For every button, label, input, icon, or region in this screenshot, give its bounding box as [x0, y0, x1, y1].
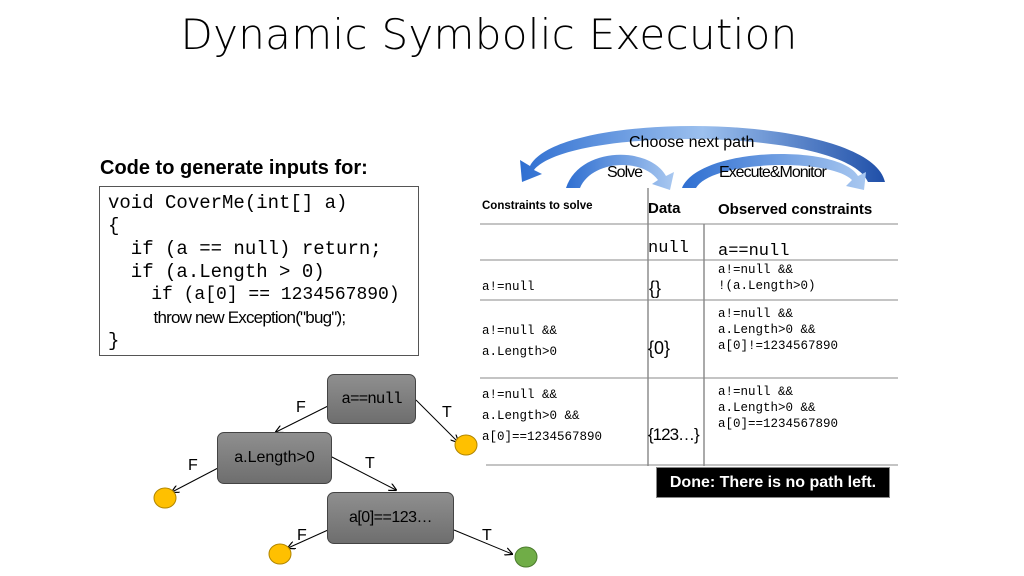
code-box: void CoverMe(int[] a) { if (a == null) r…: [99, 186, 419, 356]
execution-tree: [153, 399, 538, 568]
cell-data: {}: [649, 278, 662, 298]
code-line: if (a == null) return;: [108, 238, 382, 260]
edge-label-true: T: [365, 455, 375, 472]
cell-data: {0}: [648, 338, 671, 358]
choose-next-path-arrow: [520, 126, 885, 182]
code-line: throw new Exception("bug");: [130, 308, 347, 327]
cell-constraints: a!=null: [482, 280, 535, 294]
execute-monitor-arrow: [682, 154, 866, 190]
leaf-n2-false: [153, 487, 177, 509]
tree-node-first-element: a[0]==123…: [327, 492, 454, 544]
done-message: Done: There is no path left.: [656, 467, 890, 498]
header-observed: Observed constraints: [718, 201, 873, 218]
leaf-n1-true: [454, 434, 478, 456]
header-data: Data: [648, 200, 681, 217]
edge-label-false: F: [296, 399, 306, 416]
cell-observed: a!=null && a.Length>0 && a[0]==123456789…: [718, 385, 839, 431]
edge-label-false: F: [188, 457, 198, 474]
edge-n2-false: [172, 467, 219, 492]
tree-node-length: a.Length>0: [217, 432, 332, 484]
edge-n1-true: [415, 399, 458, 442]
edge-n3-false: [288, 529, 329, 548]
edge-n1-false: [276, 404, 331, 432]
slide-title: Dynamic Symbolic Execution: [180, 10, 798, 59]
edge-label-true: T: [442, 404, 452, 421]
cell-data: null: [648, 239, 689, 258]
code-heading: Code to generate inputs for:: [100, 157, 368, 179]
choose-next-path-label: Choose next path: [629, 134, 755, 151]
solve-arrow: [566, 154, 674, 190]
tree-node-a-null: a==null: [327, 374, 416, 424]
cell-constraints: a!=null && a.Length>0 && a[0]==123456789…: [482, 388, 603, 444]
cell-data: {123…}: [648, 425, 700, 444]
leaf-n3-false: [268, 543, 292, 565]
cell-observed: a!=null && !(a.Length>0): [718, 263, 816, 293]
code-line: if (a.Length > 0): [108, 261, 325, 283]
code-line: void CoverMe(int[] a): [108, 192, 348, 214]
solve-label: Solve: [607, 164, 643, 181]
edge-n2-true: [329, 455, 396, 490]
table-grid: [480, 188, 898, 466]
edge-label-true: T: [482, 527, 492, 544]
edge-n3-true: [453, 529, 512, 554]
code-line: }: [108, 330, 120, 352]
execute-monitor-label: Execute&Monitor: [719, 164, 827, 181]
header-constraints: Constraints to solve: [482, 200, 593, 212]
code-line: if (a[0] == 1234567890): [108, 285, 400, 305]
cell-constraints: a!=null && a.Length>0: [482, 324, 558, 359]
leaf-n3-true: [514, 546, 538, 568]
cell-observed: a!=null && a.Length>0 && a[0]!=123456789…: [718, 307, 839, 353]
cycle-arrows: [520, 126, 885, 190]
cell-observed: a==null: [718, 242, 790, 261]
edge-label-false: F: [297, 527, 307, 544]
code-line: {: [108, 215, 120, 237]
